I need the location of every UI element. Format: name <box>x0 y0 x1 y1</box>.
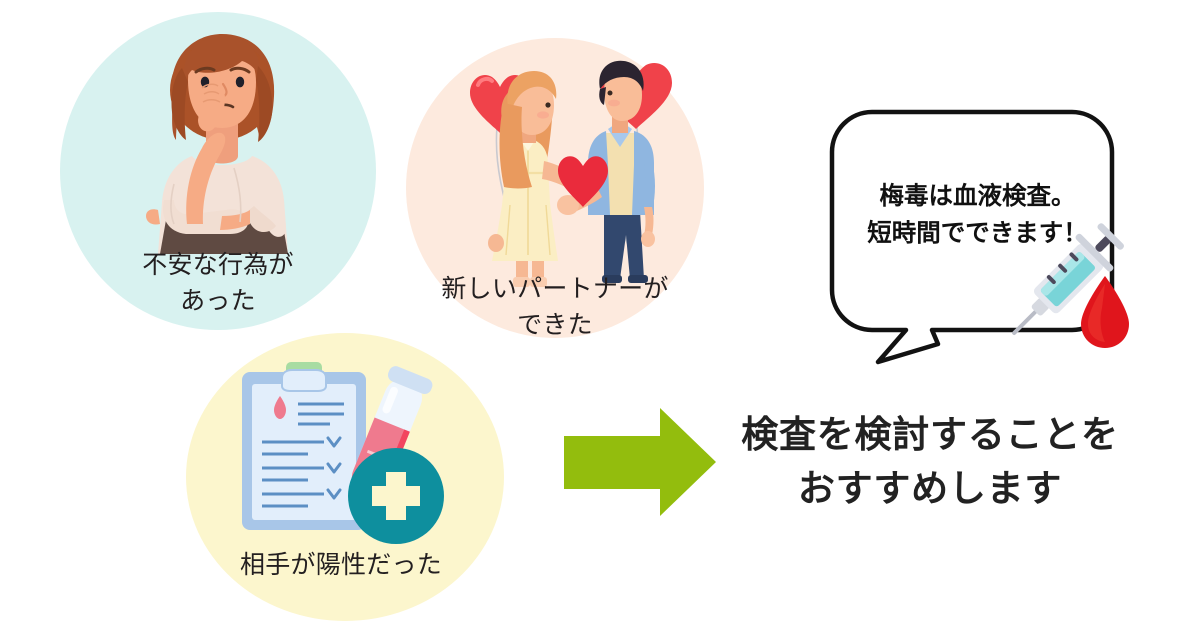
clipboard-test-tube-positive-illustration <box>242 362 444 544</box>
syringe-icon <box>1012 223 1124 335</box>
right-arrow <box>564 408 716 516</box>
couple-with-heart-balloons-illustration <box>470 60 672 287</box>
blood-drop-icon <box>1081 276 1129 348</box>
speech-bubble-text: 梅毒は血液検査。 短時間でできます！ <box>867 183 1088 248</box>
main-recommendation-text: 検査を検討することを おすすめします <box>741 414 1119 510</box>
worried-woman-illustration <box>146 34 288 254</box>
speech-bubble: 梅毒は血液検査。 短時間でできます！ <box>820 100 1130 380</box>
